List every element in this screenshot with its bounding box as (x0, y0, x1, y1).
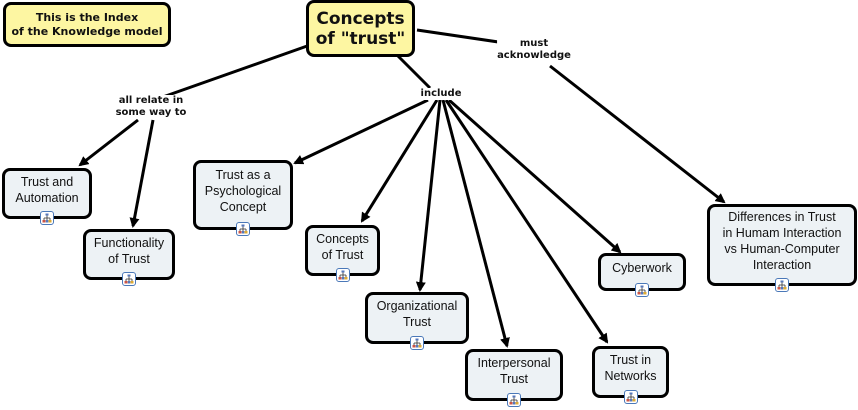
node-label: Interpersonal Trust (477, 356, 551, 386)
submap-icon[interactable] (507, 393, 521, 407)
arrow-to-networks (444, 99, 609, 344)
node-organizational-trust[interactable]: Organizational Trust (365, 292, 469, 350)
submap-icon[interactable] (40, 211, 54, 225)
submap-icon[interactable] (410, 336, 424, 350)
node-label: Organizational Trust (376, 299, 458, 329)
submap-icon[interactable] (236, 222, 250, 236)
node-label: Functionality of Trust (93, 235, 165, 266)
node-label: Differences in Trust in Humam Interactio… (722, 210, 842, 272)
index-note[interactable]: This is the Index of the Knowledge model (3, 2, 171, 47)
root-concept-trust[interactable]: Concepts of "trust" (306, 0, 415, 57)
node-label: Trust as a Psychological Concept (204, 168, 282, 214)
submap-icon[interactable] (635, 283, 649, 297)
submap-icon[interactable] (775, 278, 789, 292)
node-trust-and-automation[interactable]: Trust and Automation (2, 168, 92, 225)
link-label-must-acknowledge: must acknowledge (497, 38, 571, 62)
node-label: Cyberwork (612, 261, 672, 275)
node-trust-in-networks[interactable]: Trust in Networks (592, 346, 669, 404)
line-root-to-must (416, 28, 513, 46)
root-concept-label: Concepts of "trust" (315, 8, 406, 49)
index-note-label: This is the Index of the Knowledge model (11, 10, 163, 38)
submap-icon[interactable] (623, 390, 638, 404)
node-label: Concepts of Trust (316, 231, 369, 262)
arrow-to-concepts-of-trust (360, 99, 439, 223)
arrow-to-cyberwork (448, 98, 622, 254)
node-label: Trust in Networks (604, 353, 657, 383)
node-interpersonal-trust[interactable]: Interpersonal Trust (465, 349, 563, 407)
node-differences-in-trust[interactable]: Differences in Trust in Humam Interactio… (707, 204, 857, 292)
arrow-to-organizational (415, 99, 442, 292)
submap-icon[interactable] (122, 272, 136, 286)
node-functionality-of-trust[interactable]: Functionality of Trust (83, 229, 175, 286)
node-cyberwork[interactable]: Cyberwork (598, 253, 686, 297)
node-concepts-of-trust[interactable]: Concepts of Trust (305, 225, 380, 282)
line-root-to-all-relate (159, 43, 311, 100)
arrow-to-psychological (293, 98, 429, 165)
arrow-to-functionality (129, 119, 155, 228)
node-trust-as-psychological-concept[interactable]: Trust as a Psychological Concept (193, 160, 293, 236)
line-root-to-include (396, 54, 432, 90)
submap-icon[interactable] (335, 268, 350, 282)
link-label-include: include (420, 88, 462, 100)
node-label: Trust and Automation (15, 174, 79, 205)
arrow-to-differences (549, 64, 726, 204)
arrow-to-trust-automation (78, 118, 139, 167)
arrow-to-interpersonal (441, 99, 510, 348)
link-label-all-relate: all relate in some way to (115, 95, 187, 119)
